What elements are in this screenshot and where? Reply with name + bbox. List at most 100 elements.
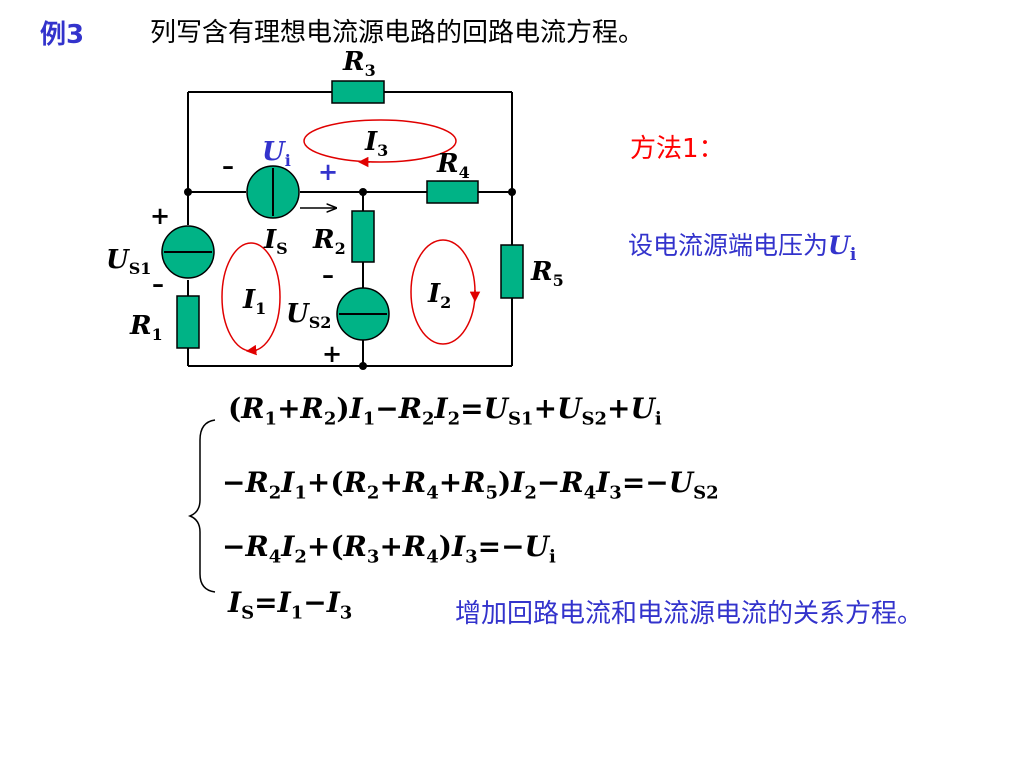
equation-subscript: 1 <box>362 408 376 430</box>
loop-current-i2 <box>410 239 481 345</box>
equation-subscript: 4 <box>426 482 439 504</box>
equation-token: R <box>241 392 265 425</box>
equation-token: I <box>349 392 363 425</box>
equation-token: − <box>375 392 399 425</box>
equation-token: − <box>222 466 246 499</box>
equation-token: U <box>483 392 509 425</box>
label-i2: I2 <box>427 279 451 312</box>
problem-title: 列写含有理想电流源电路的回路电流方程。 <box>150 18 645 48</box>
equation-token: I <box>596 466 610 499</box>
equation-token: + <box>379 530 403 563</box>
voltage-source-us1 <box>161 225 215 279</box>
equation-token: R <box>343 466 367 499</box>
label-us1: US1 <box>106 245 151 278</box>
equation-token: U <box>668 466 694 499</box>
equation-token: − <box>222 530 246 563</box>
equation-token: I <box>511 466 525 499</box>
equation-token: R <box>343 530 367 563</box>
equation-token: I <box>281 466 295 499</box>
equation-token: I <box>277 586 291 619</box>
equation-subscript: 1 <box>264 408 278 430</box>
equation-token: I <box>281 530 295 563</box>
equation-token: I <box>326 586 340 619</box>
equation-token: + <box>533 392 558 425</box>
loop-current-i3 <box>303 119 457 168</box>
equation-subscript: i <box>548 546 556 568</box>
equation-token: R <box>245 530 269 563</box>
equation-token: R <box>560 466 584 499</box>
equation-token: R <box>462 466 486 499</box>
equation-2: −R2I1+(R2+R4+R5)I2−R4I3=−US2 <box>222 466 719 504</box>
us2-plus-sign: + <box>322 339 342 368</box>
resistor-r3 <box>331 80 385 104</box>
equation-token: R <box>402 530 427 563</box>
is-plus-sign: + <box>318 157 338 186</box>
equation-token: ) <box>438 530 452 563</box>
equation-token: − <box>303 586 327 619</box>
equation-token: + <box>438 466 463 499</box>
equation-token: R <box>398 392 422 425</box>
equation-1: (R1+R2)I1−R2I2=US1+US2+Ui <box>228 392 662 430</box>
equation-subscript: S2 <box>581 408 607 430</box>
example-tag: 例3 <box>40 20 85 50</box>
label-r3: R3 <box>342 47 376 80</box>
equation-subscript: S2 <box>693 482 719 504</box>
equation-token: +( <box>306 466 344 499</box>
equation-token: + <box>607 392 631 425</box>
equation-token: ( <box>228 392 242 425</box>
equation-token: + <box>277 392 301 425</box>
equation-subscript: S1 <box>508 408 534 430</box>
label-r4: R4 <box>436 149 470 182</box>
equation-subscript: 3 <box>609 482 622 504</box>
equation-token: U <box>630 392 655 425</box>
equation-token: + <box>379 466 403 499</box>
equation-token: =− <box>477 530 525 563</box>
voltage-source-us2 <box>336 287 390 341</box>
label-i3: I3 <box>364 127 388 160</box>
equation-subscript: 3 <box>465 546 478 568</box>
nodes <box>184 188 516 370</box>
equation-subscript: 2 <box>421 408 435 430</box>
assumption-prefix: 设电流源端电压为 <box>628 231 829 260</box>
equation-token: I <box>451 530 466 563</box>
resistor-r4 <box>426 180 479 204</box>
label-ui: Ui <box>262 137 291 170</box>
equation-token: U <box>557 392 582 425</box>
label-i1: I1 <box>242 285 266 318</box>
equation-token: U <box>524 530 549 563</box>
equation-subscript: S <box>241 602 255 624</box>
equation-subscript: 4 <box>583 482 597 504</box>
equation-subscript: 5 <box>485 482 499 504</box>
equation-subscript: 4 <box>426 546 439 568</box>
equation-subscript: 1 <box>290 602 304 624</box>
label-r1: R1 <box>129 311 163 344</box>
equation-subscript: 4 <box>268 546 282 568</box>
is-minus-sign: – <box>222 151 234 180</box>
equation-subscript: 2 <box>447 408 461 430</box>
us1-minus-sign: – <box>152 269 164 298</box>
us1-plus-sign: + <box>150 201 170 230</box>
equation-3: −R4I2+(R3+R4)I3=−Ui <box>222 530 556 568</box>
equation-subscript: 2 <box>323 408 337 430</box>
assumption-text: 设电流源端电压为Ui <box>628 226 856 265</box>
equation-subscript: 2 <box>268 482 282 504</box>
equation-token: = <box>460 392 484 425</box>
assumption-sub: i <box>849 245 857 265</box>
equation-subscript: 3 <box>339 602 353 624</box>
label-r2: R2 <box>312 225 346 258</box>
equation-token: = <box>254 586 278 619</box>
resistor-r5 <box>500 244 524 299</box>
equation-token: ) <box>336 392 350 425</box>
label-us2: US2 <box>286 299 331 332</box>
equation-token: I <box>434 392 448 425</box>
equation-subscript: 3 <box>366 546 380 568</box>
equation-token: − <box>536 466 561 499</box>
equation-token: R <box>402 466 427 499</box>
method-label: 方法1： <box>630 134 725 164</box>
equation-token: =− <box>621 466 669 499</box>
equation-token: +( <box>306 530 344 563</box>
resistor-r1 <box>176 295 200 349</box>
equation-subscript: 2 <box>524 482 537 504</box>
